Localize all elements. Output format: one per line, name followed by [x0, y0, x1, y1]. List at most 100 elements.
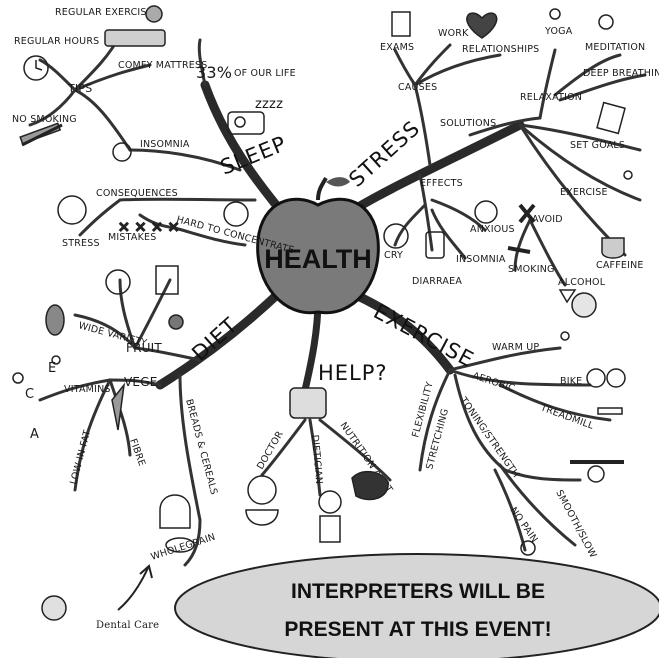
- sleep-tips: TIPS: [67, 82, 92, 95]
- sleep-mistakes: MISTAKES: [108, 232, 156, 243]
- warm-up-runner-icon: [560, 331, 570, 341]
- runner-icon: [623, 170, 633, 180]
- drink-glass-icon: [155, 265, 179, 295]
- sub-branch-lines: [28, 33, 647, 567]
- meditation-person-icon: [598, 14, 614, 30]
- health-apple: HEALTH: [256, 177, 380, 315]
- illustrations: ✕ ✕ ✕ ✕: [12, 5, 633, 621]
- insomnia-face-icon: [112, 142, 132, 162]
- sun-icon: [105, 269, 131, 295]
- alarm-clock-icon: [23, 55, 49, 81]
- drunk-face-icon: [571, 292, 597, 318]
- telephone-icon: [289, 387, 327, 419]
- interpreter-banner: INTERPRETERS WILL BE PRESENT AT THIS EVE…: [174, 553, 659, 658]
- stress-anxious: ANXIOUS: [470, 224, 515, 235]
- stress-meditation: MEDITATION: [585, 42, 645, 53]
- diet-low-in-fat: LOW IN FAT: [68, 429, 93, 486]
- help-dietician: DIETICIAN: [309, 434, 324, 484]
- exercise-stretching: STRETCHING: [424, 407, 451, 470]
- weightlifter-icon: [587, 465, 605, 483]
- mattress-icon: [104, 29, 166, 47]
- banner-line-1: INTERPRETERS WILL BE: [291, 580, 545, 603]
- stress-alcohol: ALCOHOL: [558, 277, 606, 288]
- cereal-bowl-icon: [165, 537, 195, 553]
- exercise-flexibility: FLEXIBILITY: [410, 381, 435, 439]
- sleeping-person-icon: [227, 111, 265, 135]
- diet-vitamin-c: C: [25, 387, 34, 402]
- doctor-icon: [247, 475, 277, 505]
- stress-insomnia: INSOMNIA: [456, 254, 506, 265]
- stress-work: WORK: [438, 28, 469, 39]
- sleep-insomnia: INSOMNIA: [140, 139, 190, 150]
- diet-vitamin-a: A: [30, 427, 39, 442]
- apple-body: [256, 197, 380, 315]
- stress-effects: EFFECTS: [420, 178, 463, 189]
- exercise-no-pain: NO PAIN: [508, 505, 540, 545]
- stress-smoking: SMOKING: [508, 264, 555, 275]
- stress-diarraea: DIARRAEA: [412, 276, 462, 287]
- diet-wide-variety: WIDE VARIETY: [77, 320, 148, 349]
- diet-fruit: FRUIT: [126, 341, 162, 355]
- branch-label-help: HELP?: [318, 361, 388, 385]
- sleep-regular-exercise: REGULAR EXERCISE: [55, 7, 153, 18]
- sleep-percent-note: OF OUR LIFE: [234, 68, 296, 79]
- yoga-person-icon: [549, 8, 561, 20]
- stressed-face-icon: [57, 195, 87, 225]
- branch-label-diet: DIET: [187, 313, 242, 366]
- exercise-aerobic: AEROBIC: [471, 370, 516, 394]
- dental-care-label: Dental Care: [96, 620, 159, 631]
- bread-icon: [159, 494, 191, 529]
- stress-exercise: EXERCISE: [560, 187, 608, 198]
- sleep-snore: zzzz: [255, 97, 283, 112]
- stress-deep-breathing: DEEP BREATHING: [583, 68, 659, 79]
- stress-set-goals: SET GOALS: [570, 140, 625, 151]
- exercise-smooth-slow: SMOOTH/SLOW: [553, 488, 598, 560]
- crying-face-icon: [383, 223, 409, 249]
- vitamin-pill-c: [12, 372, 24, 384]
- goals-list-icon: [596, 101, 626, 135]
- pointer-arrow-icon: [117, 567, 149, 611]
- cocktail-glass-icon: [558, 289, 577, 304]
- coffee-cup-icon: [601, 237, 625, 259]
- vitamin-pill-e: [51, 355, 61, 365]
- treadmill-icon: [597, 407, 623, 415]
- banner-line-2: PRESENT AT THIS EVENT!: [284, 618, 551, 641]
- mistakes-marks: ✕ ✕ ✕ ✕: [118, 220, 180, 236]
- australia-map-icon: [351, 470, 389, 501]
- exercise-warm-up: WARM UP: [492, 342, 539, 353]
- sleep-consequences: CONSEQUENCES: [96, 188, 178, 199]
- bicycle-icon: [586, 368, 606, 388]
- dizzy-face-icon: [223, 201, 249, 227]
- toilet-icon: [425, 231, 445, 259]
- no-smoking-icon: [19, 122, 62, 145]
- diet-vitamin-e: E: [48, 361, 56, 376]
- broken-heart-icon: [466, 12, 498, 39]
- sleep-regular-hours: REGULAR HOURS: [14, 36, 99, 47]
- sleep-percent: 33%: [196, 63, 232, 82]
- tooth-icon: [41, 595, 67, 621]
- anxious-face-icon: [474, 200, 498, 224]
- diet-vitamins: VITAMINS: [64, 384, 111, 395]
- sleep-stress: STRESS: [62, 238, 100, 249]
- stress-relationships: RELATIONSHIPS: [462, 44, 539, 55]
- dietician-icon: [318, 490, 342, 514]
- diet-breads-cereals: BREADS & CEREALS: [183, 398, 219, 496]
- stress-yoga: YOGA: [544, 26, 573, 37]
- grapes-icon: [168, 314, 184, 330]
- stress-solutions: SOLUTIONS: [440, 118, 496, 129]
- cross-mark-icon: [518, 203, 536, 224]
- cigarette-icon: [507, 246, 531, 254]
- stress-avoid: AVOID: [532, 214, 563, 225]
- stress-caffeine: CAFFEINE: [596, 260, 644, 271]
- diet-vege: VEGE: [124, 375, 157, 389]
- stress-cry: CRY: [384, 250, 403, 261]
- exercise-bike: BIKE: [560, 376, 582, 387]
- stress-exams: EXAMS: [380, 42, 414, 53]
- diet-wholegrain: WHOLEGRAIN: [150, 532, 217, 563]
- sleep-no-smoking: NO SMOKING: [12, 114, 77, 125]
- center-label: HEALTH: [264, 244, 372, 274]
- carrot-icon: [111, 382, 126, 431]
- smile-face-icon: [520, 540, 536, 556]
